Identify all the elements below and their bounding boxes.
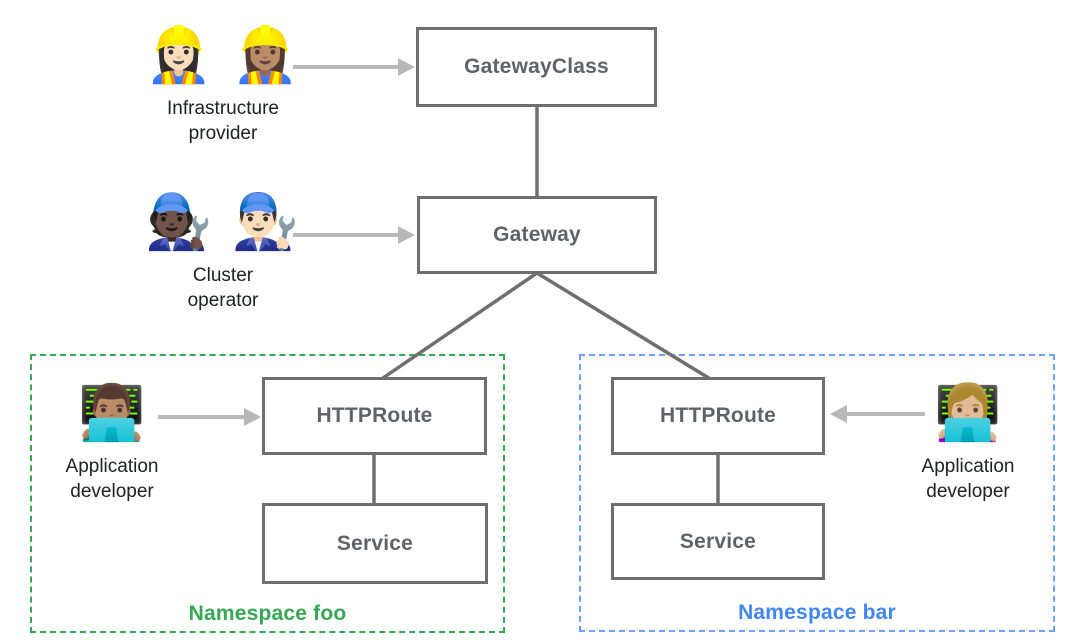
namespace-bar-box: Namespace bar bbox=[579, 354, 1055, 632]
node-gateway: Gateway bbox=[417, 196, 657, 274]
infrastructure-provider-label: Infrastructure provider bbox=[167, 97, 279, 144]
woman-technologist-icon: 👩🏼‍💻 bbox=[934, 383, 1002, 443]
mechanics-icon: 🧑🏿‍🔧 👨🏻‍🔧 bbox=[145, 192, 301, 252]
node-service-foo: Service bbox=[262, 503, 488, 584]
namespace-foo-label: Namespace foo bbox=[188, 602, 347, 625]
namespace-bar-label: Namespace bar bbox=[738, 601, 896, 624]
man-technologist-icon: 👨🏽‍💻 bbox=[78, 383, 146, 443]
node-httproute-bar: HTTPRoute bbox=[611, 377, 825, 455]
app-developer-bar-label: Application developer bbox=[921, 455, 1015, 502]
app-developer-foo-label: Application developer bbox=[65, 455, 159, 502]
cluster-operator-label: Cluster operator bbox=[187, 264, 259, 311]
node-httproute-foo: HTTPRoute bbox=[262, 377, 487, 455]
persona-cluster-operator: 🧑🏿‍🔧 👨🏻‍🔧 Cluster operator bbox=[128, 189, 318, 313]
node-gatewayclass: GatewayClass bbox=[416, 27, 657, 107]
persona-infrastructure-provider: 👷🏻‍♀️ 👷🏽‍♀️ Infrastructure provider bbox=[128, 22, 318, 146]
node-service-bar: Service bbox=[611, 503, 825, 580]
persona-app-developer-foo: 👨🏽‍💻 Application developer bbox=[38, 380, 186, 504]
construction-workers-icon: 👷🏻‍♀️ 👷🏽‍♀️ bbox=[145, 25, 301, 85]
namespace-foo-box: Namespace foo bbox=[30, 354, 505, 633]
persona-app-developer-bar: 👩🏼‍💻 Application developer bbox=[894, 380, 1042, 504]
